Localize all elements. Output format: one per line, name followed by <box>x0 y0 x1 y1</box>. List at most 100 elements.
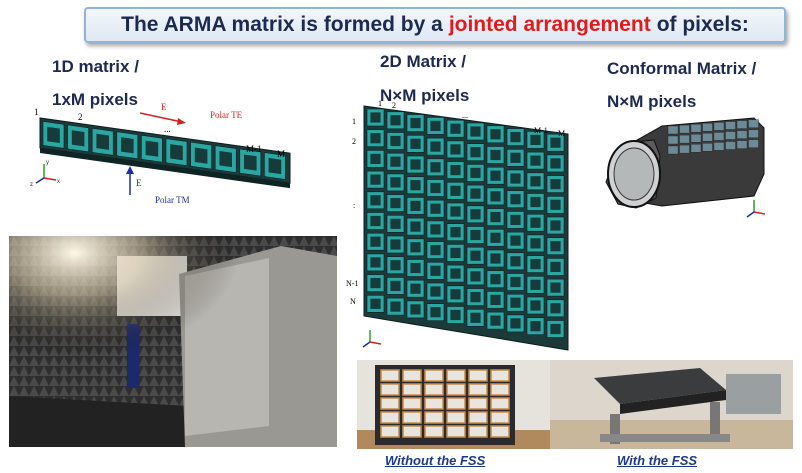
pcb-pixel-cell <box>490 425 510 438</box>
pcb-pixel-cell <box>468 383 488 396</box>
conformal-pixel <box>690 123 702 133</box>
two-d-pixel-core <box>510 173 521 184</box>
conformal-pixel <box>679 144 690 154</box>
one-d-label-2: 2 <box>78 112 83 122</box>
conformal-pixel <box>725 121 736 130</box>
conformal-pixel <box>725 141 736 150</box>
conformal-pixel <box>736 120 748 129</box>
two-d-pixel-core <box>370 133 381 144</box>
pcb-pixel-cell <box>402 383 422 396</box>
two-d-pixel-core <box>550 303 561 314</box>
one-d-pixel-core <box>170 144 183 161</box>
pcb-pixel-cell <box>490 383 510 396</box>
pcb-pixel-cell <box>446 383 466 396</box>
two-d-pixel-core <box>370 215 381 227</box>
pcb-pixel-cell <box>468 397 488 410</box>
two-d-pixel-core <box>450 144 461 155</box>
one-d-pixel-core <box>145 140 159 157</box>
two-d-row-n: N <box>350 297 356 306</box>
conformal-pixel <box>702 123 713 132</box>
two-d-pixel-core <box>530 217 541 228</box>
title-part1: The ARMA matrix is formed by a <box>121 13 443 36</box>
two-d-pixel-core <box>410 242 421 253</box>
two-d-pixel-core <box>430 182 441 194</box>
two-d-row-n-minus-1: N-1 <box>346 279 358 288</box>
two-d-pixel-core <box>450 268 461 279</box>
conformal-pixel <box>713 122 725 131</box>
pcb-pixel-cell <box>424 425 444 438</box>
two-d-pixel-core <box>450 309 461 321</box>
one-d-pixel-core <box>47 126 60 143</box>
pcb-pixel-cell <box>402 369 422 382</box>
anechoic-chamber-photo <box>9 236 337 447</box>
pcb-pixel-cell <box>380 411 400 424</box>
conformal-pixel <box>667 125 679 135</box>
two-d-pixel-core <box>370 195 381 206</box>
pcb-pixel-cell <box>490 369 510 382</box>
two-d-pixel-grid <box>363 105 569 351</box>
svg-text:z: z <box>30 182 33 188</box>
conformal-pixel <box>667 145 679 155</box>
one-d-pixel-core <box>194 147 208 164</box>
conformal-pixel <box>736 130 748 139</box>
pcb-pixel-cell <box>380 425 400 438</box>
axes-icon-2d <box>362 330 382 348</box>
two-d-pixel-core <box>370 174 381 185</box>
two-d-pixel-core <box>490 129 501 140</box>
conformal-pixel <box>702 133 713 142</box>
two-d-pixel-core <box>390 156 401 167</box>
axes-icon-1d: y x z <box>30 160 60 188</box>
conformal-pixel <box>713 142 725 151</box>
conformal-pixel <box>748 119 759 128</box>
two-d-pixel-core <box>490 274 501 285</box>
two-d-pixel-core <box>510 194 521 205</box>
title-highlight: jointed arrangement <box>448 13 651 36</box>
two-d-pixel-core <box>390 115 401 126</box>
two-d-col-m-minus-1: M-1 <box>534 126 548 135</box>
conformal-pixel <box>690 144 702 153</box>
pcb-pixel-cell <box>490 397 510 410</box>
two-d-row-dots: : <box>353 201 355 210</box>
two-d-pixel-core <box>490 315 501 326</box>
two-d-pixel-core <box>490 170 501 181</box>
one-d-pixel-core <box>71 130 85 147</box>
two-d-pixel-core <box>550 158 561 169</box>
title-part2: of pixels: <box>656 13 749 36</box>
one-d-label-1: 1 <box>34 107 39 117</box>
two-d-pixel-core <box>390 177 401 188</box>
two-d-pixel-core <box>510 152 521 163</box>
polar-tm-label: Polar TM <box>155 195 190 205</box>
conformal-pixel <box>736 140 748 149</box>
two-d-pixel-core <box>450 165 461 176</box>
two-d-pixel-core <box>410 200 421 211</box>
two-d-pixel-core <box>530 196 541 208</box>
two-d-pixel-core <box>490 232 501 243</box>
caption-without-fss: Without the FSS <box>385 453 486 468</box>
conformal-pixel <box>725 131 736 140</box>
two-d-pixel-core <box>550 137 561 148</box>
conformal-pixel <box>748 129 759 138</box>
conformal-subheading: N×M pixels <box>607 92 697 111</box>
two-d-pixel-core <box>450 123 461 134</box>
conformal-pixel <box>679 124 690 134</box>
axes-icon-conformal <box>746 200 766 218</box>
pcb-pixel-cell <box>380 383 400 396</box>
two-d-pixel-core <box>470 271 481 282</box>
two-d-pixel-core <box>390 280 401 291</box>
two-d-heading: 2D Matrix / <box>380 52 466 71</box>
two-d-pixel-core <box>450 289 461 300</box>
slide-title: The ARMA matrix is formed by a jointed a… <box>84 7 786 43</box>
two-d-pixel-core <box>470 312 481 323</box>
two-d-pixel-core <box>410 159 421 170</box>
pcb-pixel-cell <box>468 425 488 438</box>
conformal-pixel <box>679 134 690 144</box>
two-d-col-1: 1 <box>378 99 382 108</box>
conformal-matrix-diagram <box>605 117 766 218</box>
two-d-pixel-core <box>510 256 521 267</box>
two-d-pixel-core <box>470 229 481 241</box>
two-d-pixel-core <box>550 241 561 252</box>
pcb-pixel-cell <box>446 369 466 382</box>
pcb-pixel-cell <box>424 397 444 410</box>
two-d-pixel-core <box>470 167 481 178</box>
two-d-pixel-core <box>550 220 561 231</box>
